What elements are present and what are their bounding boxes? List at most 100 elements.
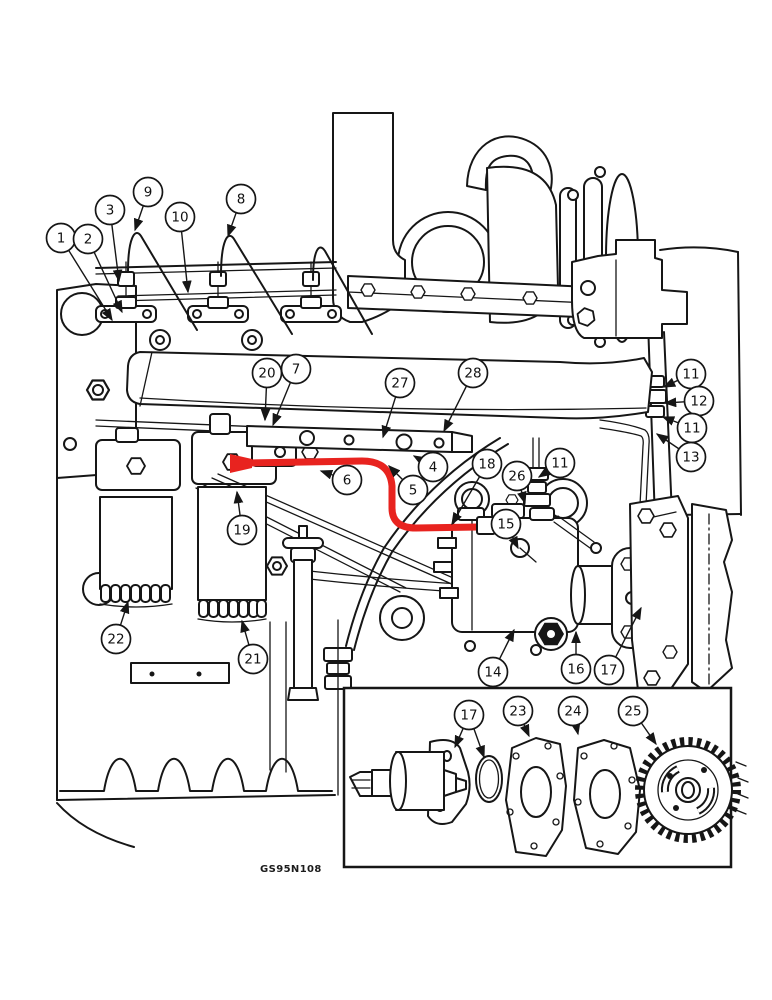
callout-20: 20 — [251, 357, 283, 389]
callout-leader-24 — [570, 722, 581, 736]
svg-text:6: 6 — [343, 473, 352, 489]
callout-4: 4 — [417, 451, 449, 483]
callout-15: 15 — [490, 508, 522, 540]
svg-text:9: 9 — [144, 185, 153, 201]
oil-filter — [82, 496, 173, 608]
callout-leader-27 — [381, 396, 397, 439]
callout-leader-8 — [227, 212, 237, 238]
pump-drive — [570, 495, 733, 697]
callout-26: 26 — [501, 460, 533, 492]
callout-14: 14 — [477, 656, 509, 688]
callout-leader-17 — [473, 728, 485, 759]
injection-lines — [127, 232, 373, 335]
callout-12: 12 — [683, 385, 715, 417]
callout-3: 3 — [94, 194, 126, 226]
fuel-line-start — [230, 454, 252, 473]
svg-text:11: 11 — [683, 421, 700, 437]
callout-leader-11 — [662, 377, 679, 388]
mounting-plate — [629, 495, 689, 697]
fuel-line-path — [245, 457, 479, 532]
callout-16: 16 — [560, 653, 592, 685]
dipstick-tube — [282, 525, 324, 701]
callout-23: 23 — [502, 695, 534, 727]
svg-text:10: 10 — [171, 210, 188, 226]
svg-text:23: 23 — [509, 704, 526, 720]
timing-cover-edge — [691, 503, 733, 693]
fuel-gallery-bar — [246, 425, 473, 453]
svg-text:11: 11 — [682, 367, 699, 383]
svg-text:22: 22 — [107, 632, 124, 648]
callout-leader-12 — [663, 397, 685, 408]
callout-leader-11 — [537, 466, 552, 478]
svg-text:13: 13 — [682, 450, 699, 466]
pump-drive-shaft — [349, 739, 471, 825]
thermostat-housing — [571, 239, 688, 339]
svg-text:16: 16 — [567, 662, 584, 678]
callout-leader-20 — [260, 387, 271, 422]
callout-leader-18 — [451, 476, 481, 526]
callout-24: 24 — [557, 695, 589, 727]
svg-text:20: 20 — [258, 366, 275, 382]
callout-leader-26 — [517, 489, 527, 505]
fuel-line-highlight — [230, 454, 496, 535]
callout-19: 19 — [226, 514, 258, 546]
svg-text:26: 26 — [508, 469, 525, 485]
callout-13: 13 — [675, 441, 707, 473]
gasket-inner — [505, 737, 567, 857]
callout-leader-2 — [93, 251, 123, 314]
svg-text:7: 7 — [292, 362, 301, 378]
callout-11: 11 — [675, 358, 707, 390]
drive-gear — [635, 737, 749, 843]
callout-leader-11 — [661, 416, 679, 426]
svg-text:2: 2 — [84, 232, 93, 248]
svg-text:18: 18 — [478, 457, 495, 473]
callout-22: 22 — [100, 623, 132, 655]
callout-leader-9 — [133, 205, 144, 232]
callout-1: 1 — [45, 222, 77, 254]
callout-leader-15 — [508, 535, 519, 550]
callout-leader-3 — [111, 224, 123, 283]
oil-pan-rail — [59, 758, 333, 792]
callout-leader-7 — [272, 382, 292, 427]
svg-text:12: 12 — [690, 394, 707, 410]
leak-off-line — [117, 289, 337, 297]
callout-leader-4 — [412, 455, 427, 466]
callout-leader-13 — [655, 433, 680, 450]
callout-leader-1 — [68, 249, 113, 322]
callout-leader-19 — [233, 490, 244, 516]
callout-leader-10 — [180, 231, 192, 294]
callout-leader-14 — [498, 628, 515, 660]
fuel-filter — [197, 486, 288, 623]
svg-text:5: 5 — [409, 483, 418, 499]
callout-18: 18 — [471, 448, 503, 480]
svg-text:1: 1 — [57, 231, 66, 247]
svg-text:17: 17 — [600, 663, 617, 679]
callout-21: 21 — [237, 643, 269, 675]
inset-box — [342, 686, 749, 869]
o-ring — [475, 755, 503, 803]
callout-25: 25 — [617, 695, 649, 727]
gasket-outer — [573, 739, 641, 855]
svg-text:8: 8 — [237, 192, 246, 208]
svg-text:27: 27 — [391, 376, 408, 392]
figure-code: GS95N108 — [260, 864, 322, 875]
callout-leader-23 — [520, 723, 530, 738]
svg-text:4: 4 — [429, 460, 438, 476]
svg-text:3: 3 — [106, 203, 115, 219]
svg-text:21: 21 — [244, 652, 261, 668]
svg-text:11: 11 — [551, 456, 568, 472]
callout-5: 5 — [397, 474, 429, 506]
callout-11: 11 — [676, 412, 708, 444]
callout-6: 6 — [331, 464, 363, 496]
callout-leader-6 — [319, 470, 334, 480]
svg-text:28: 28 — [464, 366, 481, 382]
callout-9: 9 — [132, 176, 164, 208]
callout-leader-22 — [119, 600, 130, 626]
callout-8: 8 — [225, 183, 257, 215]
callout-28: 28 — [457, 357, 489, 389]
callout-leader-21 — [240, 619, 250, 646]
callout-leader-17 — [454, 728, 464, 749]
fuel-return-pipe — [599, 419, 650, 506]
